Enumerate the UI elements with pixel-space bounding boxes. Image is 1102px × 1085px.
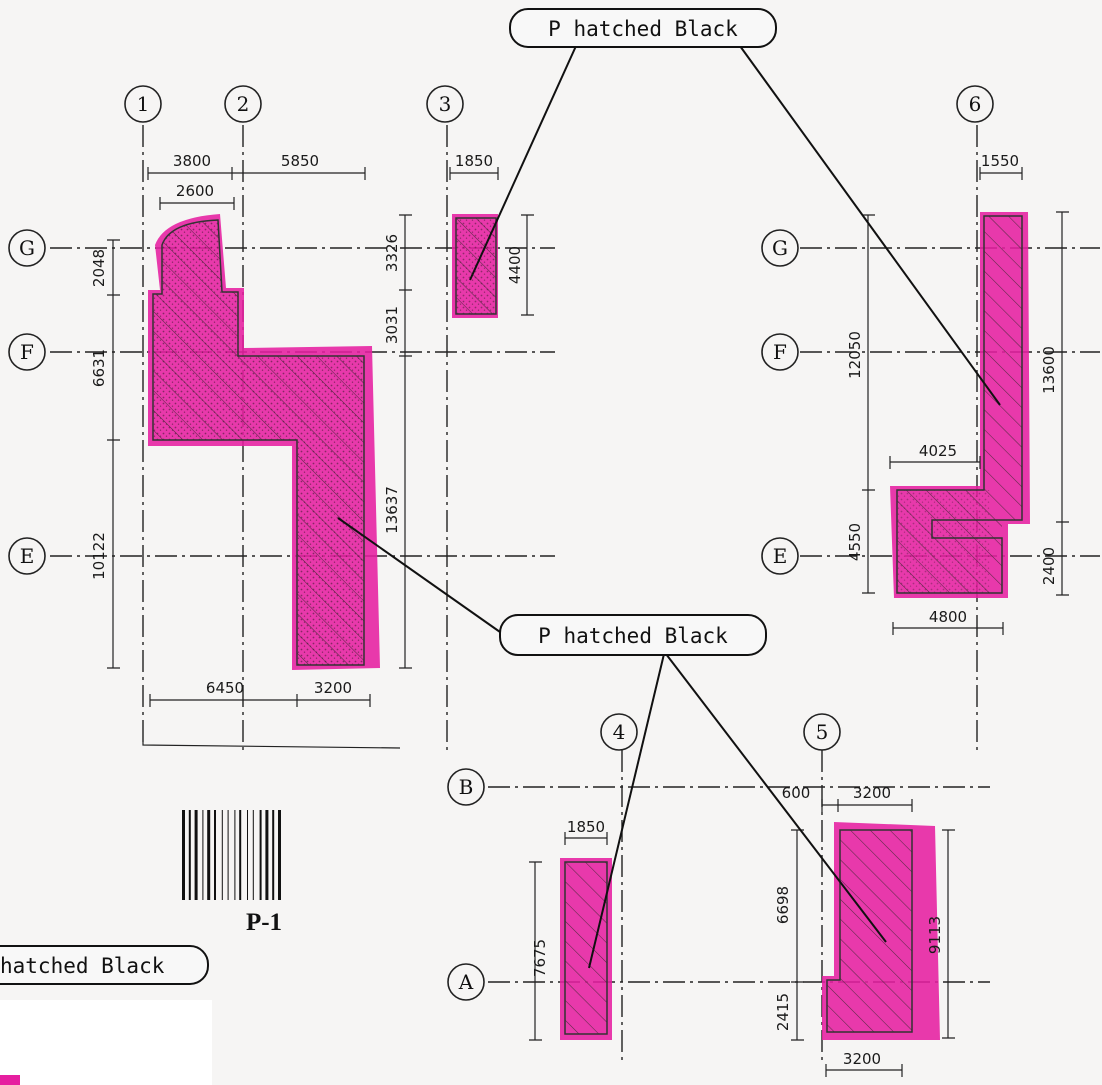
barcode-bar [182,810,185,900]
callout-top: P hatched Black [509,8,777,48]
dim-3800: 3800 [173,152,211,170]
callout-middle: P hatched Black [499,614,767,656]
grid-bubble-5: 5 [803,713,841,751]
dim-7675: 7675 [531,939,549,977]
barcode-bar [221,810,223,900]
grid-bubble-6: 6 [956,85,994,123]
grid-label-6E: E [773,544,788,568]
dim-2415: 2415 [774,993,792,1031]
dim-4400: 4400 [506,246,524,284]
dim-6450: 6450 [206,679,244,697]
barcode-bar [265,810,269,900]
grid-label-3: 3 [439,92,452,116]
callout-top-label: P hatched Black [548,17,738,41]
dim-1850-top: 1850 [455,152,493,170]
pink-mark [0,1075,20,1085]
callout-left-label: hatched Black [0,954,165,978]
dim-1550: 1550 [981,152,1019,170]
barcode-code: P-1 [246,909,282,936]
dim-10122: 10122 [90,532,108,580]
dim-3200-bottom: 3200 [843,1050,881,1068]
dim-1850-bottom: 1850 [567,818,605,836]
grid-bubble-A: A [447,963,485,1001]
dim-3200-left: 3200 [314,679,352,697]
callout-left-partial: hatched Black [0,945,209,985]
barcode-bar [207,810,211,900]
dim-3031: 3031 [383,306,401,344]
grid-bubble-1: 1 [124,85,162,123]
leader-lines [337,45,1001,969]
grid-label-G: G [19,236,35,260]
barcode-bar [278,810,281,900]
barcode-bar [188,810,191,900]
dimension-labels: 3800 5850 2600 1850 1550 2048 6631 10122… [90,152,1058,1068]
dim-2400: 2400 [1040,547,1058,585]
dim-9113: 9113 [926,916,944,954]
footing-col5 [822,822,940,1040]
footing-col3 [452,214,498,318]
callout-middle-label: P hatched Black [538,624,728,648]
footing-left [148,214,380,670]
grid-bubble-4: 4 [600,713,638,751]
footing-col4 [560,858,612,1040]
footing-col6 [890,212,1030,598]
dim-2048: 2048 [90,249,108,287]
dim-4800: 4800 [929,608,967,626]
border-line [142,742,401,749]
dimension-lines [107,167,1069,1077]
grid-bubble-6G: G [761,229,799,267]
grid-label-5: 5 [816,720,829,744]
grid-label-2: 2 [237,92,250,116]
grid-bubble-F: F [8,333,46,371]
barcode-bar [272,810,275,900]
grid-bubble-2: 2 [224,85,262,123]
barcode-bar [234,810,236,900]
grid-label-B: B [459,775,474,799]
dim-6631: 6631 [90,349,108,387]
barcode: P-1 [182,810,282,936]
grid-bubble-E: E [8,537,46,575]
grid-label-A: A [458,970,474,994]
barcode-bar [194,810,198,900]
dim-2600: 2600 [176,182,214,200]
dim-3326: 3326 [383,234,401,272]
grid-label-4: 4 [613,720,626,744]
dim-6698: 6698 [774,886,792,924]
barcode-bar [239,810,242,900]
grid-bubble-3: 3 [426,85,464,123]
barcode-bar [214,810,216,900]
grid-bubble-6E: E [761,537,799,575]
barcode-bar [227,810,229,900]
grid-label-6: 6 [969,92,982,116]
grid-bubbles: 1 2 3 6 4 5 G F [8,85,994,1001]
grid-bubble-6F: F [761,333,799,371]
dim-3200-topright: 3200 [853,784,891,802]
paper-edge [0,1000,212,1085]
dim-4025: 4025 [919,442,957,460]
grid-label-1: 1 [137,92,150,116]
grid-label-6G: G [772,236,788,260]
grid-label-E: E [20,544,35,568]
grid-bubble-B: B [447,768,485,806]
dim-4550: 4550 [846,523,864,561]
dim-13637: 13637 [383,486,401,534]
dim-12050: 12050 [846,331,864,379]
grid-bubble-G: G [8,229,46,267]
dim-13600: 13600 [1040,346,1058,394]
dim-600: 600 [782,784,811,802]
barcode-bar [252,810,254,900]
barcode-bars [182,810,281,900]
grid-label-F: F [20,340,34,364]
barcode-bar [247,810,248,900]
dim-5850: 5850 [281,152,319,170]
barcode-bar [202,810,204,900]
grid-label-6F: F [773,340,787,364]
barcode-bar [259,810,262,900]
